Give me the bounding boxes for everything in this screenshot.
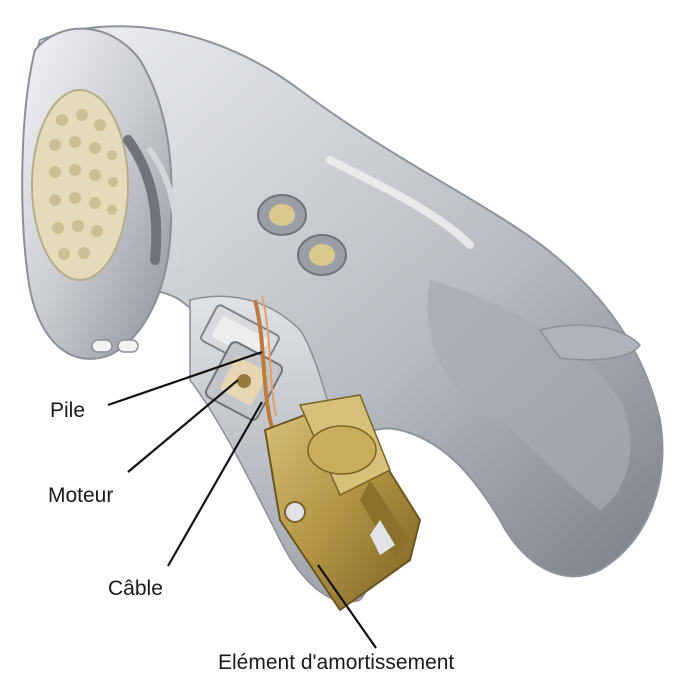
label-motor: Moteur <box>48 485 113 506</box>
label-battery: Pile <box>50 400 85 421</box>
label-damping-element: Elément d'amortissement <box>218 652 454 673</box>
label-cable: Câble <box>108 578 163 599</box>
